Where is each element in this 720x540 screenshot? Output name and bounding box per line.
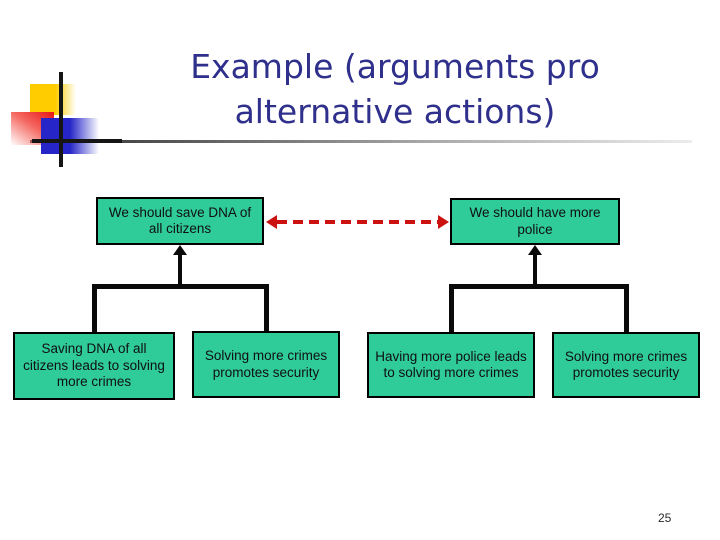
premise-box-crimes-security-right: Solving more crimes promotes security bbox=[552, 332, 700, 398]
page-number: 25 bbox=[658, 511, 672, 525]
premise-box-crimes-security-left: Solving more crimes promotes security bbox=[192, 331, 340, 398]
support-arrow-shaft-right bbox=[533, 253, 537, 286]
slide-title-line2: alternative actions) bbox=[234, 92, 556, 131]
attack-arrowhead-right-icon bbox=[438, 215, 449, 229]
decor-horizontal-line bbox=[32, 139, 122, 143]
title-divider-rule bbox=[30, 140, 692, 143]
support-arrow-shaft-left bbox=[178, 253, 182, 286]
support-arrowhead-up-right-icon bbox=[528, 245, 542, 255]
decor-vertical-line bbox=[59, 72, 63, 167]
support-connector-bar-right bbox=[449, 284, 629, 289]
decor-yellow-square bbox=[30, 84, 76, 115]
slide-title-line1: Example (arguments pro bbox=[190, 47, 600, 86]
support-connector-leg-left-1 bbox=[92, 284, 97, 332]
slide-title: Example (arguments pro alternative actio… bbox=[70, 44, 720, 134]
premise-box-police-solves-crimes: Having more police leads to solving more… bbox=[367, 332, 535, 398]
conclusion-box-save-dna: We should save DNA of all citizens bbox=[96, 197, 264, 245]
support-connector-leg-left-2 bbox=[264, 284, 269, 332]
attack-arrowhead-left-icon bbox=[266, 215, 277, 229]
support-connector-leg-right-1 bbox=[449, 284, 454, 332]
support-connector-leg-right-2 bbox=[624, 284, 629, 332]
support-connector-bar-left bbox=[92, 284, 269, 289]
support-arrowhead-up-left-icon bbox=[173, 245, 187, 255]
decor-blue-square bbox=[41, 118, 99, 154]
conclusion-box-more-police: We should have more police bbox=[450, 198, 620, 245]
premise-box-dna-solves-crimes: Saving DNA of all citizens leads to solv… bbox=[13, 332, 175, 400]
attack-arrow-shaft bbox=[277, 220, 439, 224]
